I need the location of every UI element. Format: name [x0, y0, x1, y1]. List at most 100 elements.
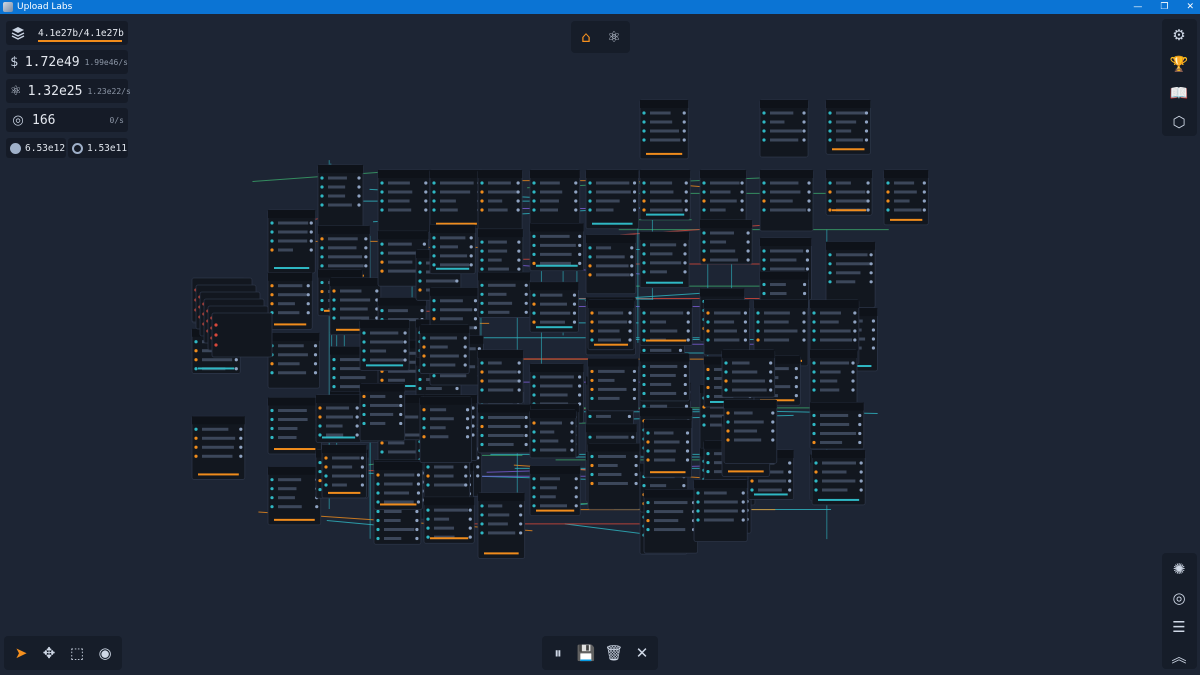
graph-node[interactable] — [429, 169, 484, 230]
storage-menu-button[interactable]: ☰ — [1166, 614, 1192, 640]
node-label — [328, 185, 346, 189]
node-label — [488, 267, 509, 271]
node-port — [864, 138, 869, 142]
graph-node[interactable] — [267, 272, 313, 330]
node-label — [488, 433, 524, 437]
node-header — [704, 300, 750, 308]
graph-node[interactable] — [759, 99, 809, 158]
node-port — [424, 208, 428, 212]
graph-node[interactable] — [643, 419, 692, 478]
node-port — [684, 181, 688, 185]
node-port — [741, 518, 745, 522]
node-header — [530, 223, 584, 232]
node-port — [362, 349, 366, 353]
maximize-button[interactable]: ❐ — [1160, 2, 1169, 12]
node-label — [650, 364, 678, 368]
node-port — [476, 474, 480, 478]
close-button[interactable]: ✕ — [629, 640, 655, 666]
node-port — [318, 406, 322, 410]
node-port — [399, 421, 403, 426]
node-port — [853, 329, 857, 333]
upgrade-button[interactable]: ︽ — [1166, 643, 1192, 669]
node-port — [828, 129, 832, 133]
settings-button[interactable]: ⚙ — [1166, 22, 1192, 48]
minimize-button[interactable]: — — [1133, 2, 1143, 12]
node-port — [532, 384, 536, 388]
graph-node[interactable] — [211, 312, 273, 358]
graph-node[interactable] — [477, 349, 524, 404]
graph-node[interactable] — [809, 349, 858, 405]
graph-node[interactable] — [703, 299, 750, 356]
graph-node[interactable] — [825, 99, 871, 155]
graph-node[interactable] — [267, 466, 322, 526]
research-tab[interactable]: ⚛ — [601, 24, 627, 50]
node-port — [853, 311, 857, 315]
graph-node[interactable] — [585, 234, 637, 295]
node-port — [519, 522, 523, 526]
graph-node[interactable] — [587, 443, 641, 510]
node-header — [884, 170, 929, 178]
graph-node[interactable] — [267, 397, 322, 455]
close-window-button[interactable]: ✕ — [1186, 2, 1194, 12]
target-tool[interactable]: ◉ — [92, 640, 118, 666]
node-port — [214, 343, 218, 347]
node-label — [434, 483, 466, 487]
node-label — [650, 382, 672, 386]
guide-button[interactable]: 📖 — [1166, 80, 1192, 106]
delete-button[interactable]: 🗑 — [601, 640, 627, 666]
achievements-button[interactable]: 🏆 — [1166, 51, 1192, 77]
node-label — [822, 470, 847, 474]
node-label — [488, 190, 518, 194]
select-tool[interactable]: ➤ — [8, 640, 34, 666]
node-port — [480, 504, 484, 508]
node-label — [654, 440, 680, 444]
move-tool[interactable]: ✥ — [36, 640, 62, 666]
node-port — [706, 452, 710, 456]
home-tab[interactable]: ⌂ — [573, 24, 599, 50]
node-port — [866, 181, 870, 185]
node-label — [328, 203, 352, 207]
node-port — [642, 138, 646, 142]
node-port — [465, 408, 470, 412]
node-port — [628, 311, 632, 315]
node-label — [710, 231, 734, 235]
pause-button[interactable]: ⏸ — [545, 640, 571, 666]
box-select-tool[interactable]: ⬚ — [64, 640, 90, 666]
node-port — [634, 472, 638, 477]
node-label — [654, 519, 679, 523]
node-header — [810, 350, 858, 358]
graph-node[interactable] — [477, 492, 526, 559]
target-button[interactable]: ◎ — [1166, 585, 1192, 611]
graph-node[interactable] — [825, 241, 876, 309]
graph-node[interactable] — [267, 332, 320, 389]
node-port — [683, 261, 687, 265]
node-label — [430, 426, 446, 430]
graph-node[interactable] — [585, 169, 639, 230]
graph-node[interactable] — [883, 169, 929, 226]
node-label — [836, 253, 868, 257]
node-port — [642, 129, 646, 133]
node-label — [278, 478, 302, 482]
node-port — [642, 252, 646, 256]
node-port — [194, 454, 198, 458]
node-port — [642, 348, 646, 352]
virus-button[interactable]: ✺ — [1166, 556, 1192, 582]
node-port — [418, 279, 422, 283]
graph-node[interactable] — [639, 231, 690, 289]
hex-button[interactable]: ⬡ — [1166, 109, 1192, 135]
node-port — [422, 435, 426, 439]
save-button[interactable]: 💾 — [573, 640, 599, 666]
node-progress — [754, 493, 788, 496]
node-header — [700, 220, 753, 229]
graph-node[interactable] — [639, 99, 689, 160]
graph-node[interactable] — [811, 449, 866, 506]
graph-node[interactable] — [419, 396, 472, 463]
node-label — [770, 249, 804, 253]
graph-node[interactable] — [359, 383, 406, 442]
node-label — [328, 255, 363, 259]
node-port — [646, 458, 650, 462]
node-port — [320, 289, 324, 294]
node-port — [642, 190, 646, 194]
node-header — [268, 272, 313, 281]
